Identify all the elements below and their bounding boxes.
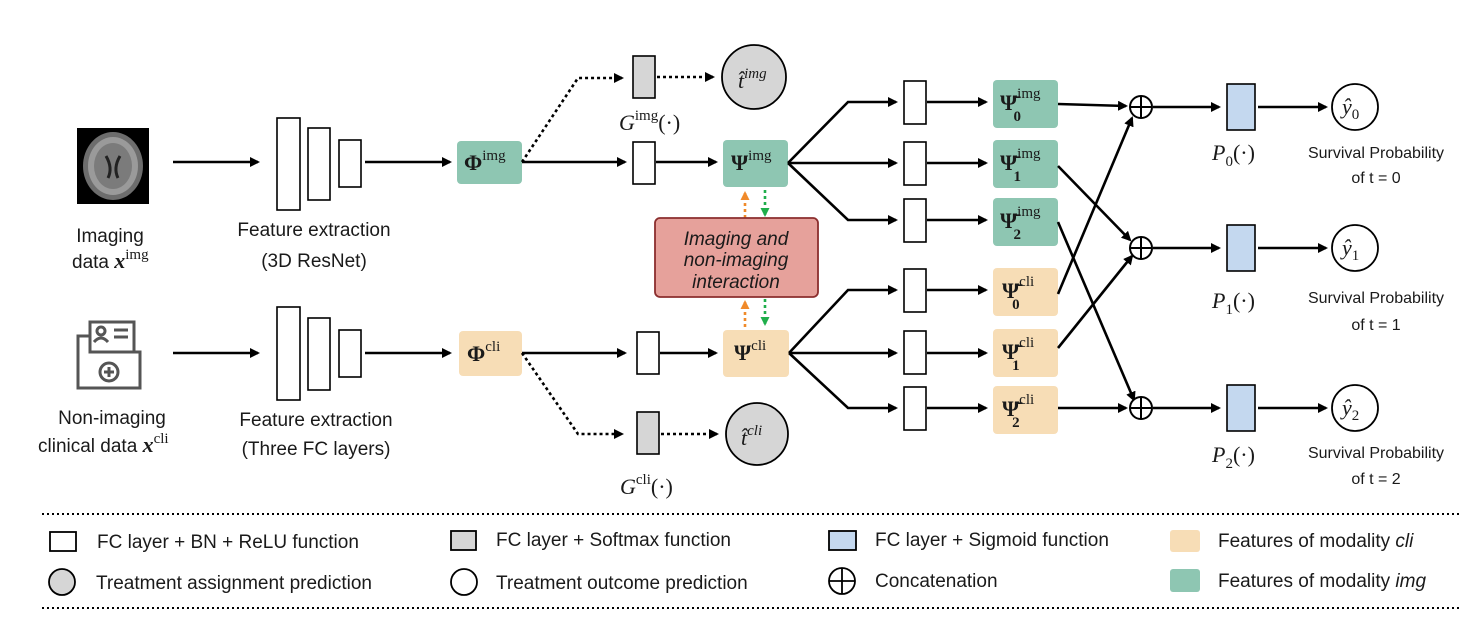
dotted-arrow-to-g-img [520,73,624,163]
legend-softmax-label: FC layer + Softmax function [496,530,731,551]
t-img-label: t̂img [738,66,767,93]
g-cli-label: Gcli(·) [620,472,673,499]
legend-assignment-label: Treatment assignment prediction [96,573,372,594]
g-cli-layer [636,411,660,455]
psi-img-label: Ψimg [731,148,772,175]
g-img-layer [632,55,656,99]
g-img-label: Gimg(·) [619,108,680,135]
output-1-label-2: of t = 1 [1351,317,1400,334]
psibar-cli-2-box [993,386,1058,434]
psi-cli-box [723,330,789,377]
p2-label: P2(·) [1211,442,1255,472]
legend-oplus-icon [828,567,856,595]
t-img-circle [721,44,787,110]
branch-fc-arrows [927,97,988,413]
phi-cli-box [459,331,522,376]
legend-img-label: Features of modality img [1218,571,1426,592]
psibar-img-2-box [993,198,1058,246]
psibar-cli-0-box [993,268,1058,316]
sigmoid-layer-2 [1226,384,1256,432]
phi-img-box [457,141,522,184]
concat-node-2 [1129,396,1153,420]
y0-label: ŷ0 [1340,94,1359,123]
output-0-label-1: Survival Probability [1308,145,1444,162]
legend-white-circle-icon [450,568,478,596]
legend-cli-label: Features of modality cli [1218,531,1414,552]
output-arrows [1153,102,1328,413]
psi-cli-label: Ψcli [734,338,766,365]
img-extractor-layers [276,117,362,211]
img-extractor-label-2: (3D ResNet) [261,251,367,272]
legend-concat-label: Concatenation [875,571,998,592]
ct-scan-icon [77,128,149,204]
y2-circle [1331,384,1379,432]
legend-sigmoid-icon [828,530,857,551]
y2-label: ŷ2 [1340,395,1359,424]
cli-extractor-layers [276,306,362,401]
phi-img-label: Φimg [464,148,506,175]
y0-circle [1331,83,1379,131]
interaction-label-1: Imaging and [684,229,790,250]
sigmoid-layer-1 [1226,224,1256,272]
t-cli-circle [725,402,789,466]
fc-cli [636,331,660,375]
p0-label: P0(·) [1211,140,1255,170]
clinical-input-label-2: clinical data xcli [38,431,169,457]
legend-sigmoid-label: FC layer + Sigmoid function [875,530,1109,551]
interaction-box [654,217,819,298]
legend-gray-circle-icon [48,568,76,596]
interaction-label-2: non-imaging [684,250,789,271]
concat-node-0 [1129,95,1153,119]
psi-img-box [723,140,788,187]
y1-circle [1331,224,1379,272]
psibar-img-0-box [993,80,1058,128]
output-2-label-2: of t = 2 [1351,471,1400,488]
legend-softmax-icon [450,530,477,551]
cli-branch-arrows [788,285,898,413]
legend-cli-swatch [1170,530,1200,552]
legend-outcome-label: Treatment outcome prediction [496,573,748,594]
interaction-label-3: interaction [692,272,780,293]
output-0-label-2: of t = 0 [1351,170,1400,187]
dotted-arrow-to-g-cli [520,352,624,439]
psibar-img-1-box [993,140,1058,188]
img-branch-arrows [787,97,898,225]
fc-img [632,141,656,185]
branch-fc-layers [903,80,927,431]
legend-fc-relu-icon [49,531,77,552]
psibar-cli-1-box [993,329,1058,377]
concat-node-1 [1129,236,1153,260]
clinical-folder-icon [76,320,142,390]
y1-label: ŷ1 [1340,235,1359,264]
sigmoid-layer-0 [1226,83,1256,131]
imaging-input-label-1: Imaging [76,226,144,247]
legend-fc-relu-label: FC layer + BN + ReLU function [97,532,359,553]
t-cli-label: t̂cli [741,423,762,450]
clinical-input-label-1: Non-imaging [58,408,166,429]
img-extractor-label-1: Feature extraction [237,220,390,241]
concat-arrows [1056,100,1136,413]
output-2-label-1: Survival Probability [1308,445,1444,462]
phi-cli-label: Φcli [467,339,500,366]
p1-label: P1(·) [1211,288,1255,318]
output-1-label-1: Survival Probability [1308,290,1444,307]
imaging-input-label-2: data ximg [72,247,149,273]
cli-extractor-label-2: (Three FC layers) [242,439,391,460]
legend-img-swatch [1170,569,1200,592]
cli-extractor-label-1: Feature extraction [239,410,392,431]
